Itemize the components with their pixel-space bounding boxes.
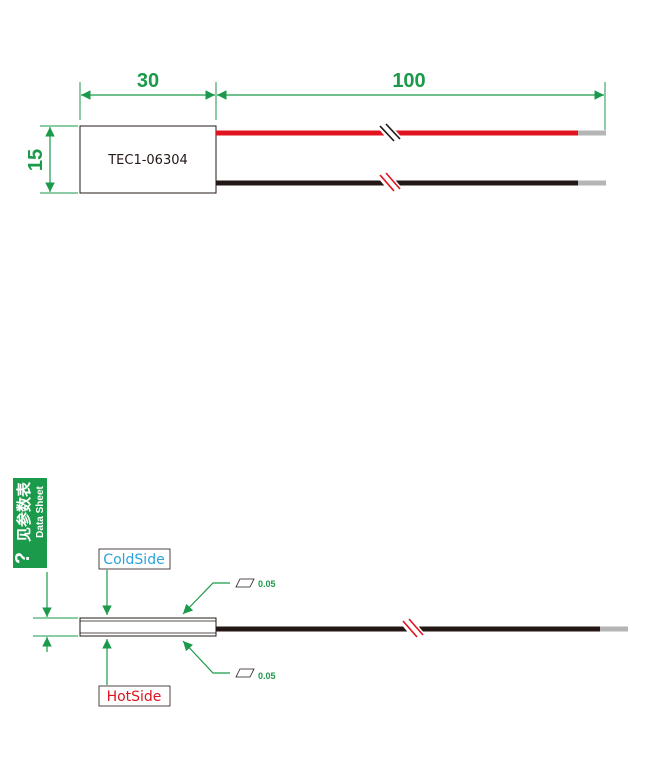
side-wire-break-mark	[402, 618, 424, 640]
cold-side-label-box	[98, 548, 171, 570]
hot-side-label-box	[98, 685, 171, 707]
cold-side-label: ColdSide	[103, 552, 164, 568]
hot-side-label: HotSide	[107, 689, 162, 705]
badge-chinese-text: 见参数表	[15, 481, 33, 542]
top-view: 30 100 15 TEC1-06304	[25, 70, 606, 194]
height-dimension-label: 15	[25, 149, 47, 171]
tec-module-body	[79, 125, 217, 194]
red-wire-break-mark	[379, 122, 401, 144]
width-dimension-label: 30	[137, 70, 159, 92]
flatness-bottom-icon	[235, 668, 255, 678]
flatness-bottom-leader	[182, 640, 230, 674]
badge-english-text: Data Sheet	[35, 485, 46, 537]
badge-question-mark: ?	[12, 552, 34, 564]
flatness-bottom-value: 0.05	[258, 671, 276, 681]
black-wire-break-mark	[379, 172, 401, 194]
lead-dimension-label: 100	[392, 70, 425, 92]
model-label: TEC1-06304	[107, 153, 188, 168]
flatness-top-icon	[235, 578, 255, 588]
data-sheet-badge: ? 见参数表 Data Sheet	[12, 478, 47, 568]
side-view: ColdSide HotSide 0.05 0.05	[33, 548, 628, 707]
flatness-top-leader	[182, 582, 230, 615]
badge-question-box	[13, 548, 32, 568]
flatness-top-value: 0.05	[258, 579, 276, 589]
